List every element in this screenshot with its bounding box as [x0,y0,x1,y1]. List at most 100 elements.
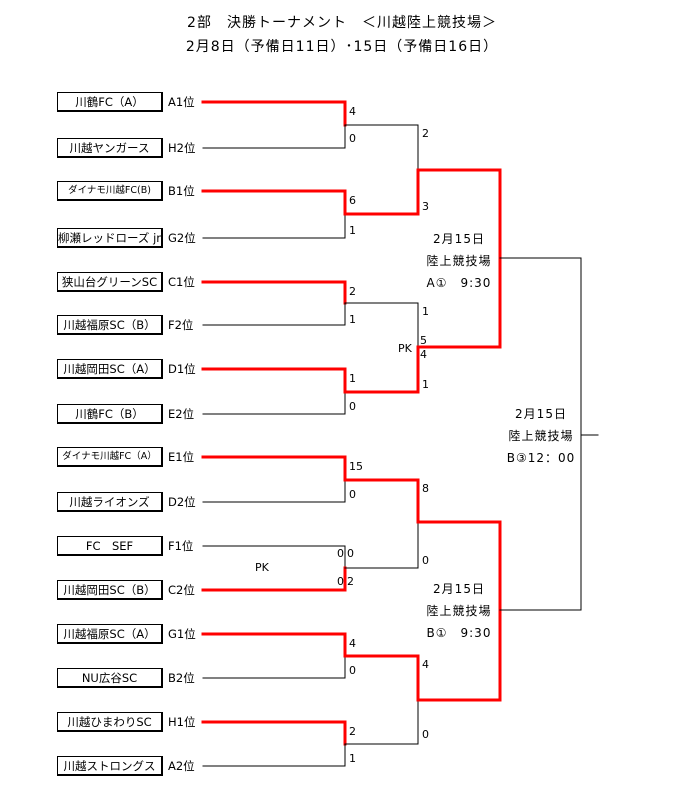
round2-score: 1 [422,305,429,318]
round1-score: 4 [349,637,356,650]
round2-score: 0 [422,728,429,741]
round1-score: 4 [349,105,356,118]
team-seed: E2位 [168,407,195,421]
round1-score: 0 [349,488,356,501]
round1-score: 2 [349,285,356,298]
venue-place: 陸上競技場 [426,604,492,618]
line-r2-1 [344,124,419,171]
round1-score: 0 [349,400,356,413]
venue-place: 陸上競技場 [508,429,574,443]
team-name: 川越岡田SC（B） [57,580,163,600]
team-seed: H2位 [168,141,196,155]
team-seed: H1位 [168,715,196,729]
round2-score: 5 [420,334,427,347]
line-team1 [201,100,347,127]
round1-score: 1 [349,313,356,326]
team-seed: F1位 [168,539,194,553]
round2-score: 2 [422,127,429,140]
team-seed: C1位 [168,275,195,289]
line-team7 [201,367,347,394]
venue-time: A① 9:30 [426,276,492,290]
round2-score: 1 [422,378,429,391]
round1-score: 1 [349,224,356,237]
round2-score: 4 [422,658,429,671]
line-team9 [201,455,347,482]
venue-final: 2月15日 陸上競技場 B③12：00 [496,403,586,469]
round1-score: 0 [349,132,356,145]
team-name: 川越福原SC（A） [57,624,163,644]
line-sf-2 [416,256,502,349]
team-seed: A1位 [168,95,195,109]
line-r2-8 [344,699,419,745]
round1-score: 2 [347,575,354,588]
venue-semi-bottom: 2月15日 陸上競技場 B① 9:30 [414,578,504,644]
team-seed: D2位 [168,495,196,509]
round2-score: 8 [422,482,429,495]
line-r2-7 [343,654,420,702]
line-team10 [202,479,346,503]
line-team16 [202,743,346,767]
venue-time: B③12：00 [506,451,576,465]
team-name: NU広谷SC [57,668,163,688]
line-r2-4 [343,345,420,394]
team-name: ダイナモ川越FC（A） [57,447,163,467]
round2-score: 3 [422,200,429,213]
team-name: 川鶴FC（A） [57,92,163,112]
line-sf-4 [416,608,502,702]
team-seed: D1位 [168,362,196,376]
line-team5 [201,280,347,305]
line-team11 [202,545,346,569]
line-final [499,257,582,611]
round2-score: 0 [422,554,429,567]
line-r2-6 [344,521,419,569]
team-seed: G1位 [168,627,196,641]
venue-date: 2月15日 [433,232,485,246]
venue-date: 2月15日 [433,582,485,596]
line-team2 [202,124,346,149]
pk-label: PK [398,342,412,355]
line-sf-1 [416,168,502,260]
team-name: 川越ヤンガース [57,138,163,158]
venue-semi-top: 2月15日 陸上競技場 A① 9:30 [414,228,504,294]
line-team14 [202,655,346,679]
line-team6 [202,302,346,326]
pk-score: 0 [337,547,344,560]
team-name: 狭山台グリーンSC [57,272,163,292]
team-seed: F2位 [168,318,194,332]
team-name: 川越岡田SC（A） [57,359,163,379]
round1-score: 0 [349,664,356,677]
team-seed: E1位 [168,450,195,464]
team-seed: G2位 [168,231,196,245]
page-title: 2部 決勝トーナメント ＜川越陸上競技場＞ [187,15,497,31]
team-name: 川鶴FC（B） [57,404,163,424]
line-sf-3 [416,520,502,612]
pk-score: 0 [337,575,344,588]
team-seed: B2位 [168,671,195,685]
team-seed: A2位 [168,759,195,773]
team-name: 川越ライオンズ [57,492,163,512]
round1-score: 1 [349,372,356,385]
line-team8 [202,391,346,415]
venue-place: 陸上競技場 [426,254,492,268]
team-name: 川越ストロングス [57,756,163,776]
line-team13 [201,632,347,658]
round1-score: 15 [349,460,363,473]
venue-time: B① 9:30 [426,626,492,640]
line-r2-3 [344,302,419,348]
line-team15 [201,720,347,746]
team-seed: C2位 [168,583,195,597]
round2-score: 4 [420,348,427,361]
team-name: FC SEF [57,536,163,556]
round1-score: 1 [349,752,356,765]
line-team12 [201,566,347,592]
line-team3 [201,189,347,216]
venue-date: 2月15日 [515,407,567,421]
team-name: 柳瀬レッドローズ jr [57,228,163,248]
line-r2-2 [343,168,420,216]
team-name: 川越ひまわりSC [57,712,163,732]
team-name: 川越福原SC（B） [57,315,163,335]
team-name: ダイナモ川越FC(B) [57,181,163,201]
round1-score: 0 [347,547,354,560]
page-dates: 2月8日（予備日11日）･15日（予備日16日） [185,39,499,55]
